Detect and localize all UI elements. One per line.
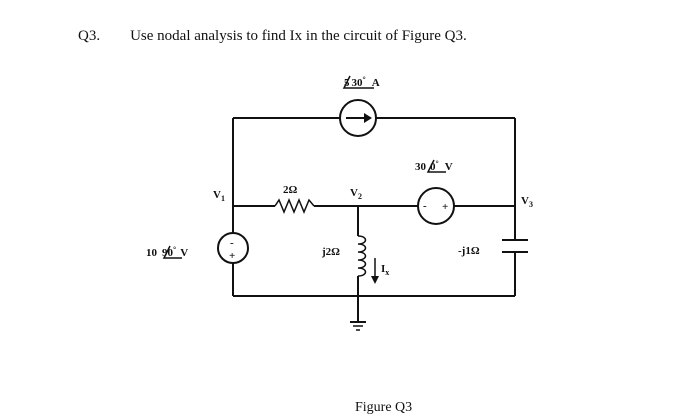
voltage-source-left-minus: -: [230, 237, 234, 249]
node-v3-label: V3: [521, 195, 533, 209]
inductor: [357, 235, 367, 277]
voltage-source-right-plus: +: [442, 201, 448, 213]
figure-caption: Figure Q3: [355, 400, 413, 415]
question: Q3. Use nodal analysis to find Ix in the…: [78, 28, 467, 45]
voltage-source-left-plus: +: [229, 250, 235, 262]
voltage-source-right-minus: -: [423, 200, 427, 212]
voltage-source-left: [217, 232, 249, 264]
ix-label: Ix: [381, 263, 389, 277]
current-source: [339, 99, 377, 137]
resistor-label: 2Ω: [283, 184, 298, 196]
current-arrow-head: [364, 113, 372, 123]
capacitor-label: -j1Ω: [458, 245, 480, 257]
voltage-source-right-angle-mark: [426, 159, 446, 173]
current-source-angle-mark: [342, 75, 374, 89]
ix-arrow-head: [371, 276, 379, 284]
question-text: Use nodal analysis to find Ix in the cir…: [130, 28, 467, 44]
question-number: Q3.: [78, 28, 101, 44]
resistor: [274, 198, 315, 214]
voltage-source-left-angle-mark: [162, 245, 182, 259]
node-v1-label: V1: [213, 189, 225, 203]
inductor-label: j2Ω: [321, 246, 340, 258]
node-v2-label: V2: [350, 187, 362, 201]
